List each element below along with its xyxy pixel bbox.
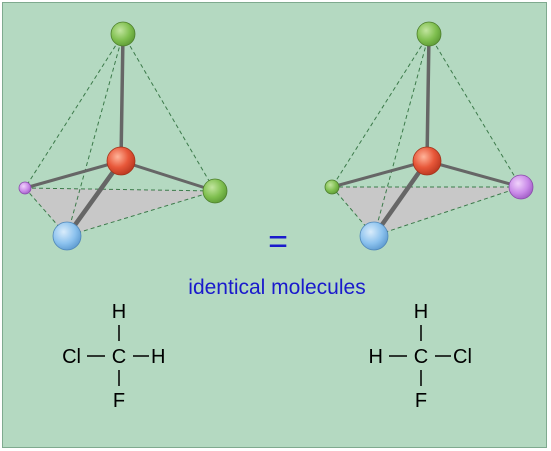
right-bonds	[330, 32, 523, 239]
right-front-atom	[359, 221, 389, 251]
left-formula-bottom: F	[113, 390, 125, 412]
left-formula: H Cl C H F	[62, 301, 165, 412]
left-molecule	[18, 21, 228, 251]
caption: identical molecules	[188, 276, 365, 299]
left-base-face	[25, 188, 215, 236]
left-formula-top: H	[112, 301, 126, 323]
right-molecule	[324, 21, 534, 251]
left-formula-center: C	[112, 346, 126, 368]
left-center-atom	[106, 146, 136, 176]
right-center-atom	[412, 146, 442, 176]
diagram-panel: = identical molecules H Cl C H F H H C C…	[2, 2, 547, 448]
diagram-canvas: = identical molecules H Cl C H F H H C C…	[18, 21, 534, 412]
left-front-atom	[52, 221, 82, 251]
right-formula-center: C	[414, 346, 428, 368]
left-dashed-edges	[24, 33, 216, 237]
equals-sign: =	[268, 223, 288, 261]
left-right-atom	[202, 178, 228, 204]
left-top-atom	[110, 21, 136, 47]
left-left-atom	[18, 181, 32, 195]
right-formula-bottom: F	[415, 390, 427, 412]
right-base-face	[332, 187, 521, 236]
right-dashed-edges	[331, 33, 522, 237]
right-top-atom	[416, 21, 442, 47]
right-right-atom	[508, 174, 534, 200]
right-formula-right: Cl	[453, 346, 472, 368]
right-formula: H H C Cl F	[369, 301, 472, 412]
left-formula-left: Cl	[62, 346, 81, 368]
left-formula-right: H	[151, 346, 165, 368]
left-bonds	[23, 32, 217, 239]
right-formula-top: H	[414, 301, 428, 323]
right-left-atom	[324, 179, 340, 195]
right-formula-left: H	[369, 346, 383, 368]
